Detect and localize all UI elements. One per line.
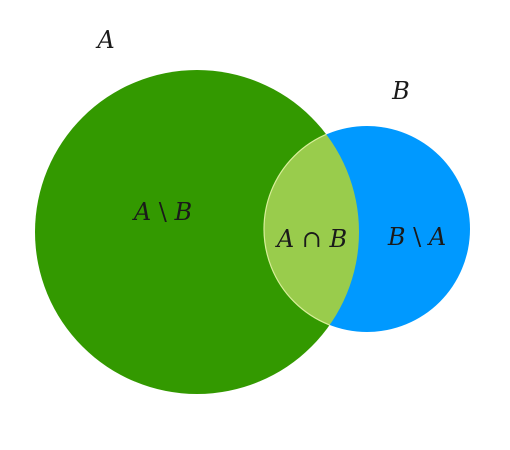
region-intersection-label: A ∩ B xyxy=(275,225,347,253)
set-a-label: A xyxy=(95,26,114,54)
intersection-outline xyxy=(263,125,359,333)
region-a-minus-b-left: A xyxy=(132,198,151,226)
set-b-label: B xyxy=(391,77,410,105)
region-intersection-operator: ∩ xyxy=(302,225,322,253)
region-intersection-right: B xyxy=(329,225,348,253)
region-a-minus-b-right: B xyxy=(174,198,193,226)
region-b-minus-a-left: B xyxy=(387,223,406,251)
region-b-minus-a-right: A xyxy=(427,223,446,251)
region-intersection-left: A xyxy=(275,225,294,253)
set-a-circle xyxy=(35,70,359,394)
region-a-minus-b-label: A \ B xyxy=(132,198,192,226)
region-a-minus-b-operator: \ xyxy=(159,198,168,226)
region-b-minus-a-label: B \ A xyxy=(387,223,446,251)
region-b-minus-a-operator: \ xyxy=(413,223,422,251)
intersection-region xyxy=(264,126,359,332)
